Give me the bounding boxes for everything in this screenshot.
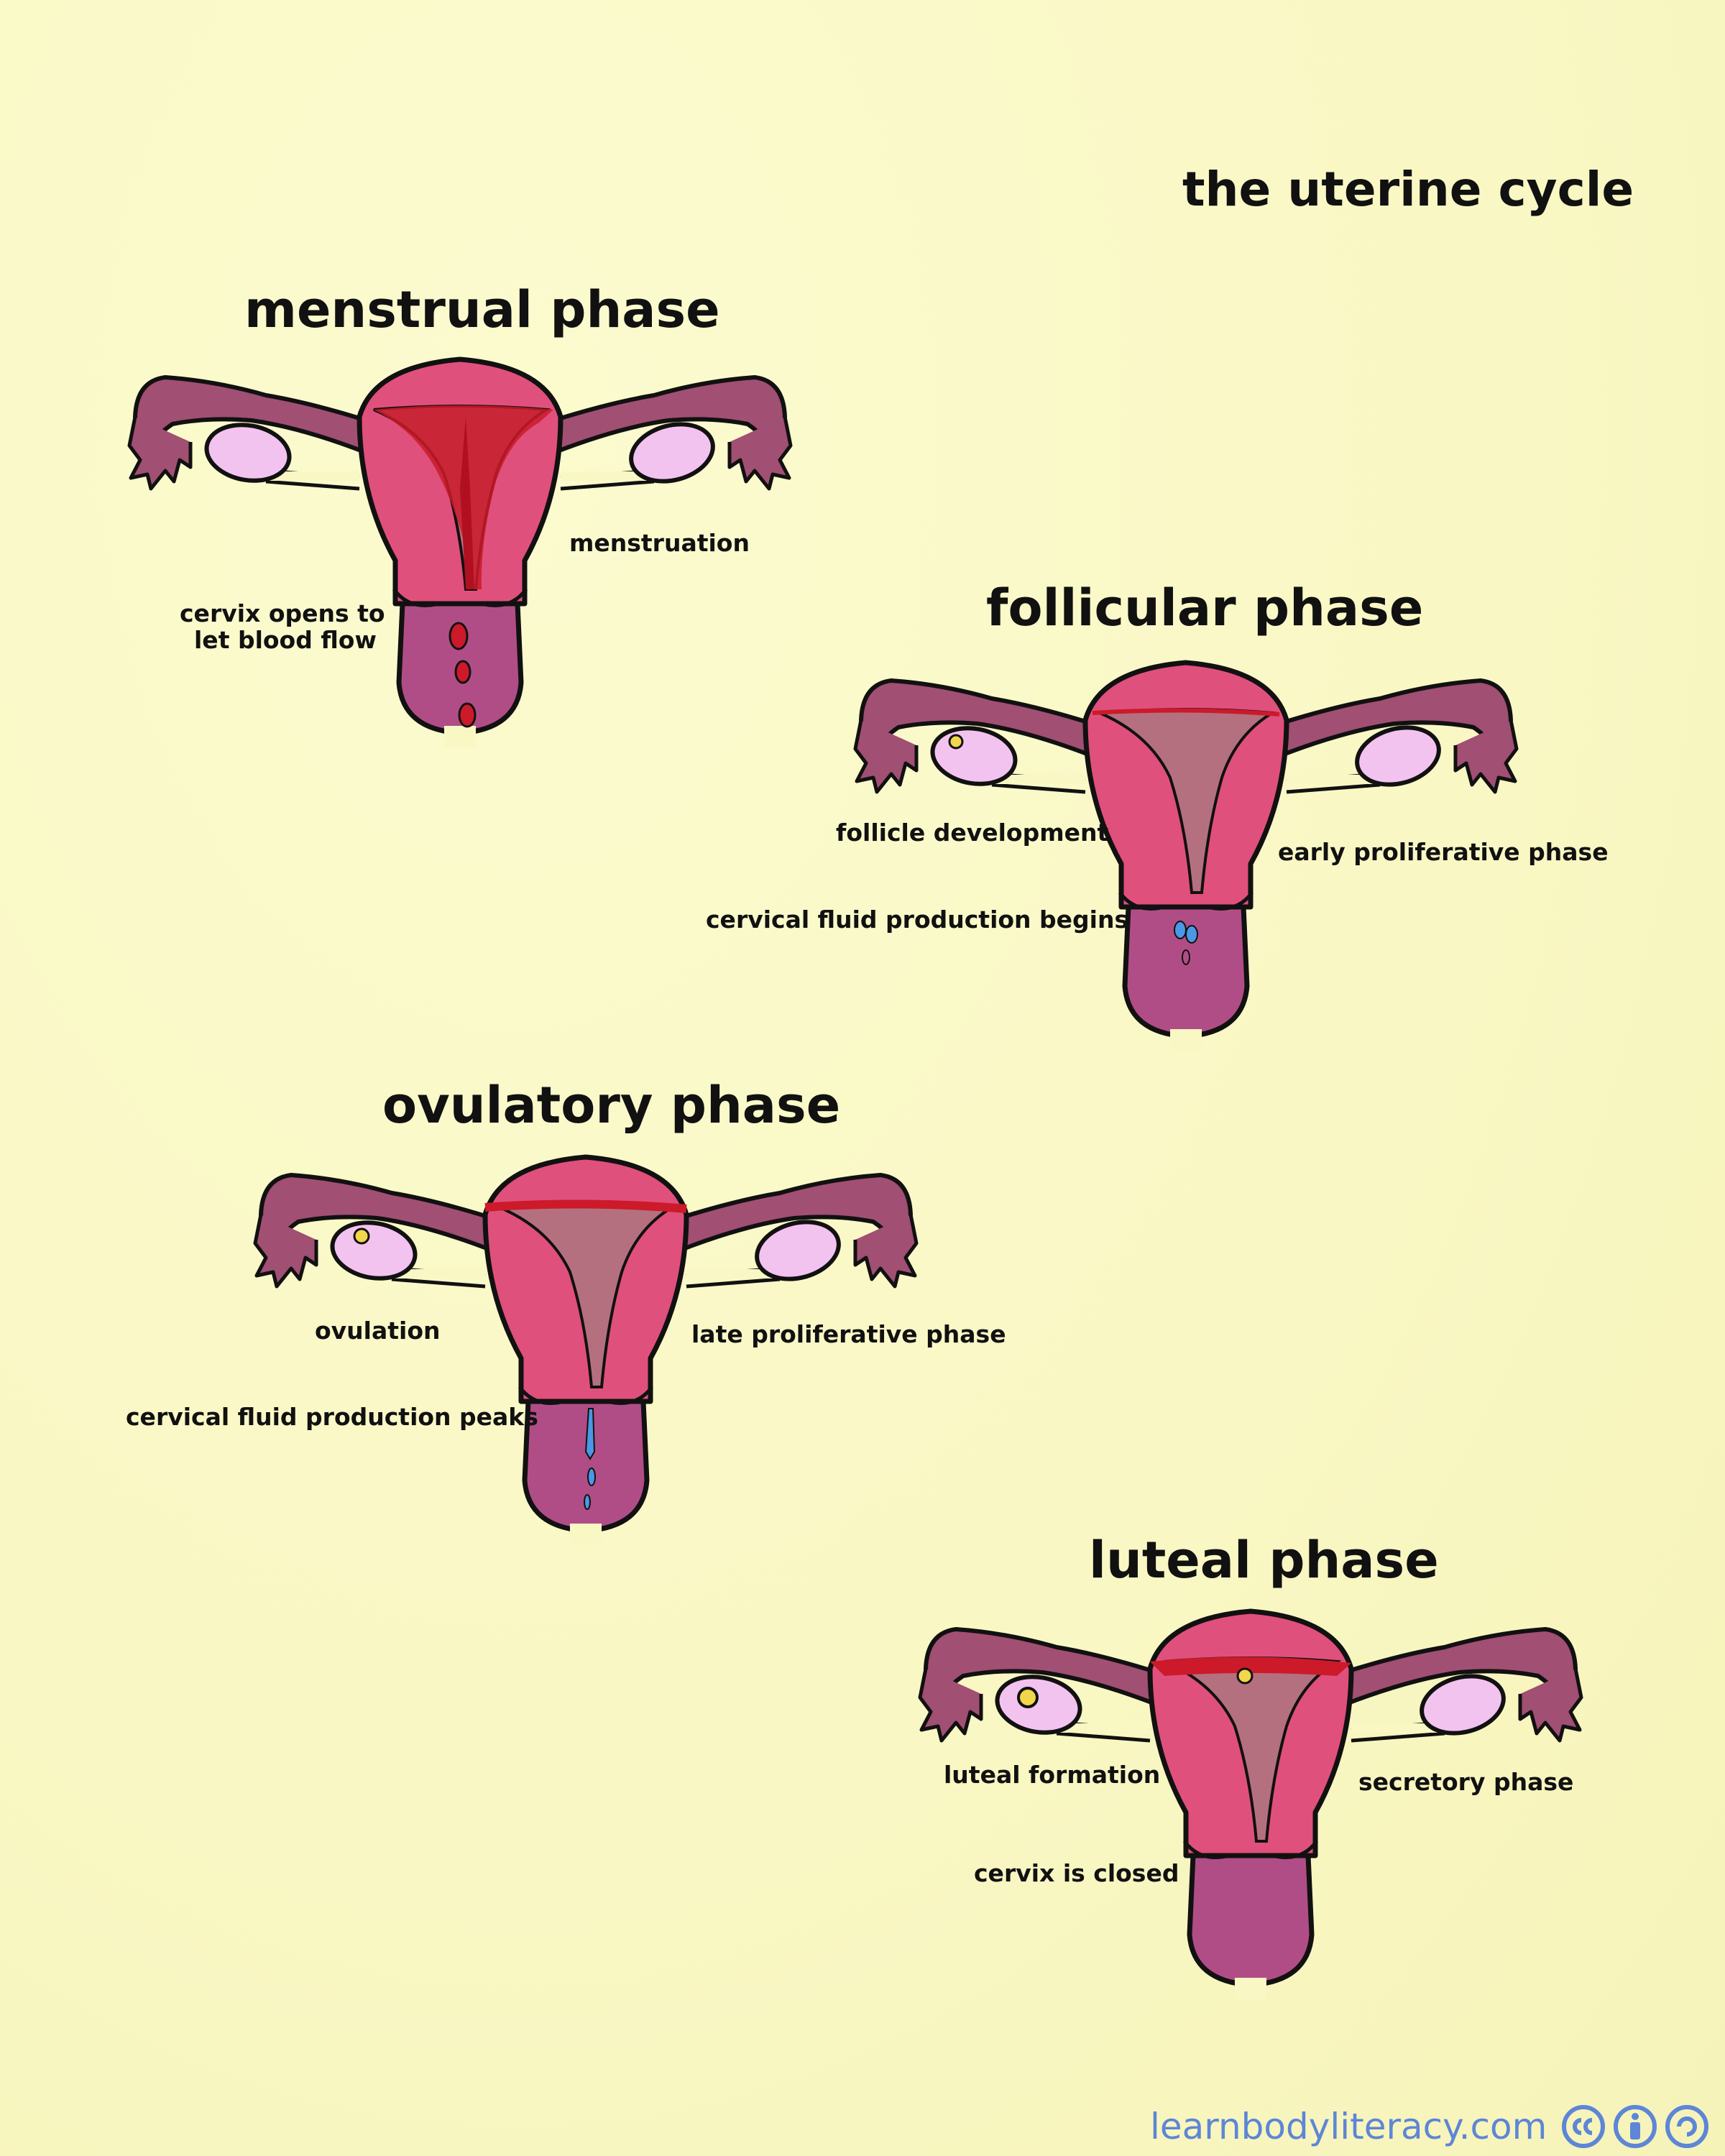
embryo-icon <box>1236 1667 1254 1685</box>
attribution-icon <box>1614 2105 1657 2148</box>
thin-lining <box>1092 708 1280 717</box>
ovulatory-phase-title: ovulatory phase <box>382 1076 841 1135</box>
developing-follicle-icon <box>948 734 964 750</box>
secretory-lining <box>1150 1657 1351 1676</box>
ovulation-label: ovulation <box>315 1317 441 1345</box>
fluid-stream <box>584 1408 596 1460</box>
luteal-phase-title: luteal phase <box>1089 1531 1439 1590</box>
cervical-fluid-begins-label: cervical fluid production begins <box>706 906 1129 934</box>
fluid-drop <box>587 1468 596 1486</box>
menstrual-blood-drip <box>460 417 474 589</box>
license-icons <box>1562 2105 1708 2148</box>
fluid-drop <box>1185 925 1198 944</box>
fluid-drop <box>1174 921 1187 939</box>
menstrual-uterus-illustration <box>122 352 798 755</box>
cervix-opens-label-line1: cervix opens to <box>180 599 385 627</box>
website-link[interactable]: learnbodyliteracy.com <box>1150 2106 1547 2147</box>
cervical-fluid-peaks-label: cervical fluid production peaks <box>126 1403 538 1431</box>
cervix-closed-label: cervix is closed <box>974 1859 1179 1887</box>
luteal-formation-label: luteal formation <box>944 1761 1161 1789</box>
thick-lining <box>484 1199 687 1213</box>
follicular-phase-title: follicular phase <box>986 579 1424 637</box>
corpus-luteum-icon <box>1017 1687 1039 1708</box>
secretory-phase-label: secretory phase <box>1358 1768 1574 1796</box>
blood-drop <box>448 622 469 650</box>
late-proliferative-label: late proliferative phase <box>691 1320 1006 1348</box>
creative-commons-icon <box>1562 2105 1605 2148</box>
menstruation-label: menstruation <box>569 529 750 557</box>
follicle-development-label: follicle development <box>836 819 1109 847</box>
luteal-uterus-illustration <box>913 1604 1588 2007</box>
blood-drop <box>454 660 472 684</box>
fluid-drop <box>1182 949 1190 965</box>
page-title: the uterine cycle <box>1182 162 1634 217</box>
follicular-uterus-illustration <box>848 655 1524 1058</box>
share-alike-icon <box>1665 2105 1708 2148</box>
early-proliferative-label: early proliferative phase <box>1278 838 1609 866</box>
ovulatory-uterus-illustration <box>248 1150 924 1552</box>
cervix-opens-label-line2: let blood flow <box>194 626 377 654</box>
menstrual-phase-title: menstrual phase <box>244 280 720 339</box>
blood-drop <box>458 702 477 728</box>
fluid-drop <box>584 1494 591 1510</box>
ovulating-egg-icon <box>353 1227 370 1245</box>
